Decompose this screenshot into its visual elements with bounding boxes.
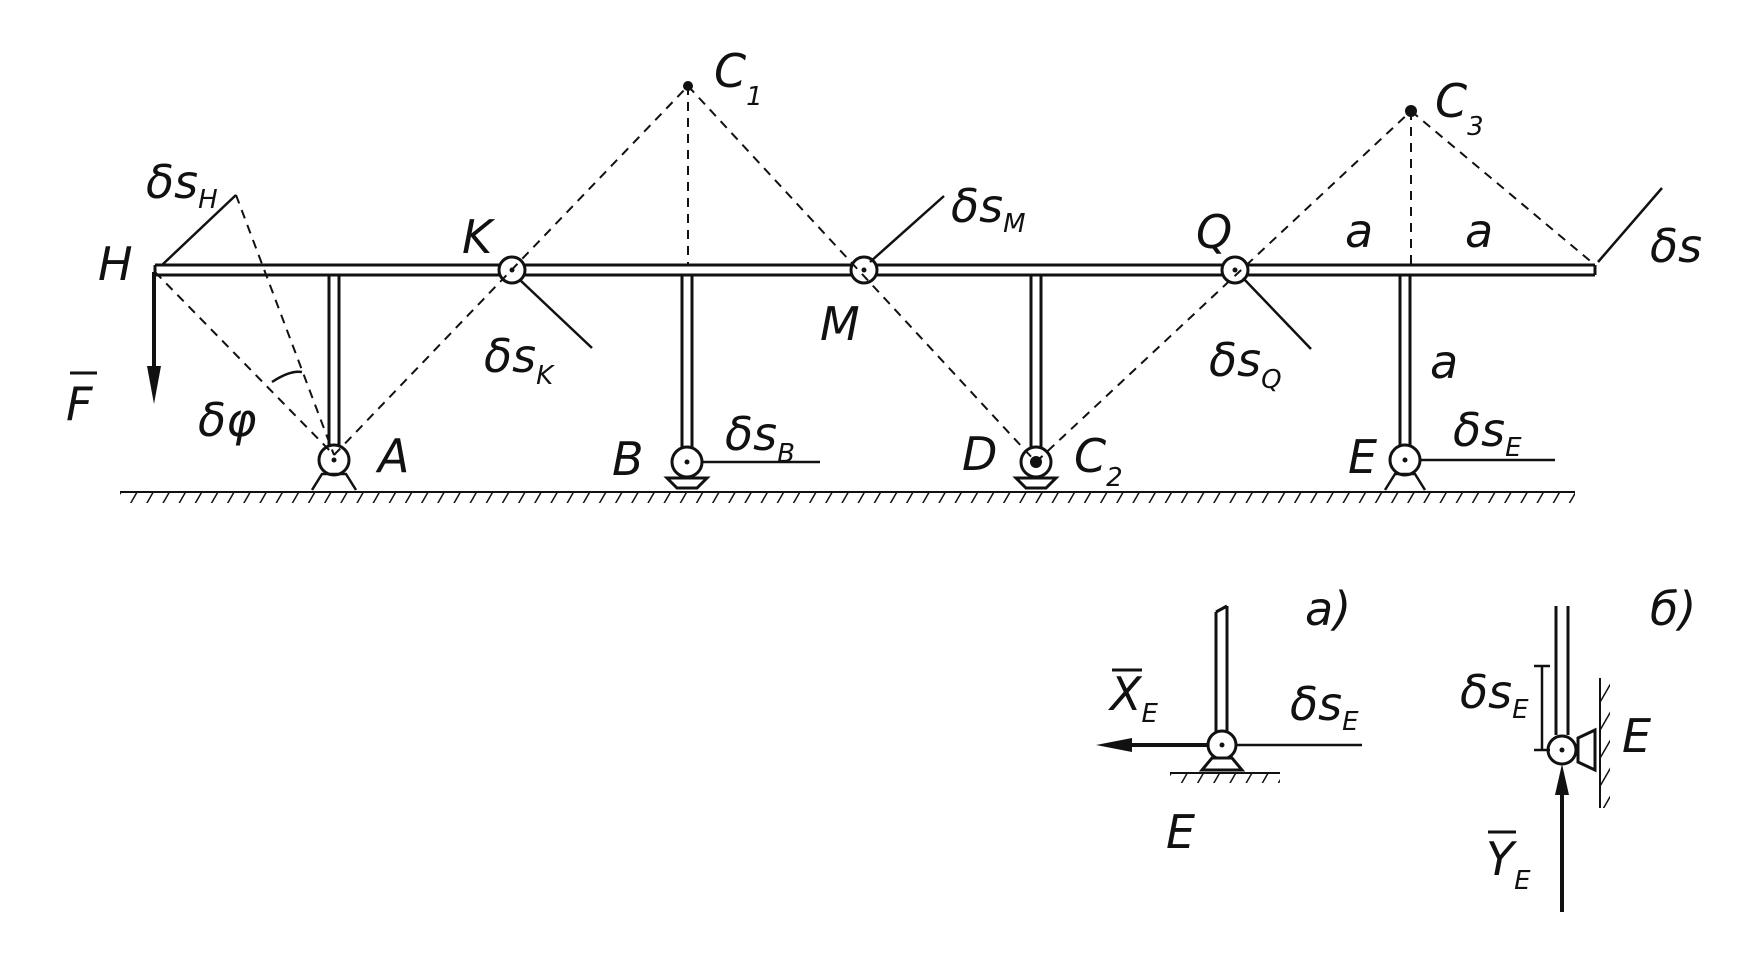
label-inset-b-dsE: δsE [1460,665,1529,725]
support-B [663,445,711,490]
label-H: H [98,237,133,291]
label-M: M [820,297,860,351]
label-dsH: δsH [146,155,218,215]
ds-vector [1597,187,1663,263]
inset-b-tag: б) [1650,582,1696,636]
label-C1: C1 [714,44,763,112]
svg-text:F: F [66,377,93,431]
dsH-vector [161,194,237,266]
hinge-M [849,255,879,285]
label-B: B [612,432,644,486]
dsK-vector [519,279,593,349]
instantaneous-centres [683,81,1417,117]
label-C3: C3 [1435,74,1484,142]
dsQ-vector [1242,277,1312,350]
label-dphi: δφ [198,393,257,447]
label-YE: YE [1486,830,1531,896]
svg-text:XE: XE [1108,667,1159,729]
support-A [310,443,358,491]
ground [120,491,1575,503]
column-D [1029,275,1043,450]
inset-a: a) XE δsE E [1096,582,1362,859]
label-XE: XE [1108,667,1159,729]
label-a-left: a [1345,204,1373,258]
label-ds: δs [1650,219,1702,273]
column-A [327,275,341,445]
columns [327,275,1412,450]
label-D: D [962,427,997,481]
dphi-arc [271,370,303,384]
label-inset-a-dsE: δsE [1290,677,1359,737]
label-dsK: δsK [484,329,555,391]
label-a-right: a [1465,204,1493,258]
label-dsE: δsE [1453,403,1522,463]
label-Q: Q [1196,205,1232,259]
label-F: F [66,371,97,431]
svg-text:YE: YE [1486,832,1531,896]
displacement-vectors [161,187,1663,464]
label-K: K [462,210,496,264]
label-inset-a-E: E [1166,805,1195,859]
label-E: E [1348,430,1377,484]
support-D [1012,445,1060,490]
column-B [680,275,694,450]
construction-lines [154,85,1596,463]
inset-b: б) δsE E YE [1460,582,1696,912]
column-E [1398,275,1412,450]
label-A: A [375,429,409,483]
hinges [497,255,1250,285]
support-E [1383,443,1427,491]
force-F [147,272,161,404]
inset-a-tag: a) [1305,582,1351,636]
main-labels: C1 C3 H K M Q A B D C2 E F δφ δsH δsK δs… [66,44,1702,493]
hinge-Q [1220,255,1250,285]
label-inset-b-E: E [1622,709,1651,763]
label-dsM: δsM [951,179,1026,239]
dsE-dimension [1534,664,1550,752]
label-C2: C2 [1074,429,1123,493]
label-dsQ: δsQ [1209,333,1282,395]
label-a-vertical: a [1430,335,1458,389]
label-dsB: δsB [725,407,795,469]
dsM-vector [869,195,945,263]
